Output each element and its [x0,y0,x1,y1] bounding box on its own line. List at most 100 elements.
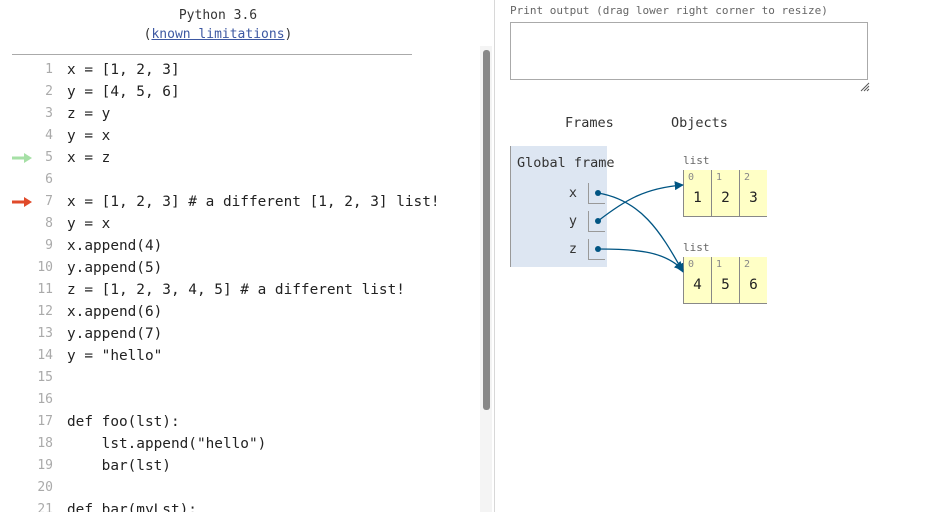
resize-grip-icon[interactable] [858,80,870,92]
pointer-z [597,248,684,271]
line-number: 17 [37,414,53,429]
code-text: lst.append("hello") [67,436,267,452]
code-line[interactable]: 4 y = x [0,125,480,147]
line-number: 21 [37,502,53,512]
code-line[interactable]: 9 x.append(4) [0,235,480,257]
code-line[interactable]: 14 y = "hello" [0,345,480,367]
language-label: Python 3.6 [178,8,258,23]
line-number: 18 [37,436,53,451]
global-frame-title: Global frame [517,155,615,171]
code-editor[interactable]: 1 x = [1, 2, 3] 2 y = [4, 5, 6] 3 z = y 4 y = x… [0,59,480,512]
code-line[interactable]: 11 z = [1, 2, 3, 4, 5] # a different list… [0,279,480,301]
print-output-box[interactable] [510,22,868,80]
paren-open: ( [143,27,152,42]
code-text: x = [1, 2, 3] [67,62,180,78]
objects-header: Objects [671,115,728,131]
list-index: 2 [744,172,751,183]
code-line[interactable]: 18 lst.append("hello") [0,433,480,455]
line-number: 14 [37,348,53,363]
list-value: 4 [693,277,702,293]
known-limitations-link[interactable]: known limitations [151,27,285,42]
code-line[interactable]: 19 bar(lst) [0,455,480,477]
line-number: 11 [37,282,53,297]
code-scrollbar-thumb[interactable] [483,50,490,410]
var-name-y: y [568,213,577,229]
line-number: 12 [37,304,53,319]
line-number: 2 [45,84,53,99]
pane-divider [494,0,495,512]
code-line[interactable]: 16 [0,389,480,411]
code-text: y.append(5) [67,260,163,276]
global-frame [510,146,607,267]
paren-close: ) [284,27,293,42]
var-name-z: z [568,241,577,257]
code-text: y = [4, 5, 6] [67,84,180,100]
code-pane: Python 3.6 (known limitations) 1 x = [1, … [0,6,492,512]
code-text: y.append(7) [67,326,163,342]
var-value-z [588,239,605,260]
code-text: z = y [67,106,111,122]
list-index: 1 [716,259,723,270]
var-value-x [588,183,605,204]
list-index: 1 [716,172,723,183]
code-text: y = "hello" [67,348,163,364]
line-number: 20 [37,480,53,495]
code-line[interactable]: 21 def bar(myLst): [0,499,480,512]
code-line[interactable]: 17 def foo(lst): [0,411,480,433]
pointer-x [597,192,684,273]
list-index: 0 [688,172,695,183]
line-number: 4 [45,128,53,143]
line-number: 3 [45,106,53,121]
code-line[interactable]: 2 y = [4, 5, 6] [0,81,480,103]
list-value: 3 [749,190,758,206]
code-line[interactable]: 10 y.append(5) [0,257,480,279]
code-text: def bar(myLst): [67,502,197,512]
list-index: 2 [744,259,751,270]
code-text: y = x [67,128,111,144]
code-line[interactable]: 12 x.append(6) [0,301,480,323]
code-line[interactable]: 13 y.append(7) [0,323,480,345]
code-line[interactable]: 15 [0,367,480,389]
var-value-y [588,211,605,232]
line-number: 1 [45,62,53,77]
line-number: 13 [37,326,53,341]
list-value: 2 [721,190,730,206]
code-line[interactable]: 20 [0,477,480,499]
prev-line-arrow-icon [12,153,32,163]
var-name-x: x [568,185,577,201]
list-value: 5 [721,277,730,293]
list-type-label-2: list [683,241,710,254]
list-value: 1 [693,190,702,206]
header-divider [12,54,412,55]
frames-header: Frames [565,115,614,131]
code-text: z = [1, 2, 3, 4, 5] # a different list! [67,282,405,298]
pointer-y [597,181,684,222]
code-line[interactable]: 1 x = [1, 2, 3] [0,59,480,81]
line-number: 19 [37,458,53,473]
list-index: 0 [688,259,695,270]
line-number: 16 [37,392,53,407]
next-line-arrow-icon [12,197,32,207]
language-header: Python 3.6 (known limitations) [0,6,436,44]
line-number: 9 [45,238,53,253]
list-value: 6 [749,277,758,293]
code-text: x = z [67,150,111,166]
line-number: 7 [45,194,53,209]
code-text: x.append(6) [67,304,163,320]
line-number: 8 [45,216,53,231]
code-text: x.append(4) [67,238,163,254]
code-line[interactable]: 6 [0,169,480,191]
line-number: 10 [37,260,53,275]
code-text: def foo(lst): [67,414,180,430]
code-line[interactable]: 3 z = y [0,103,480,125]
